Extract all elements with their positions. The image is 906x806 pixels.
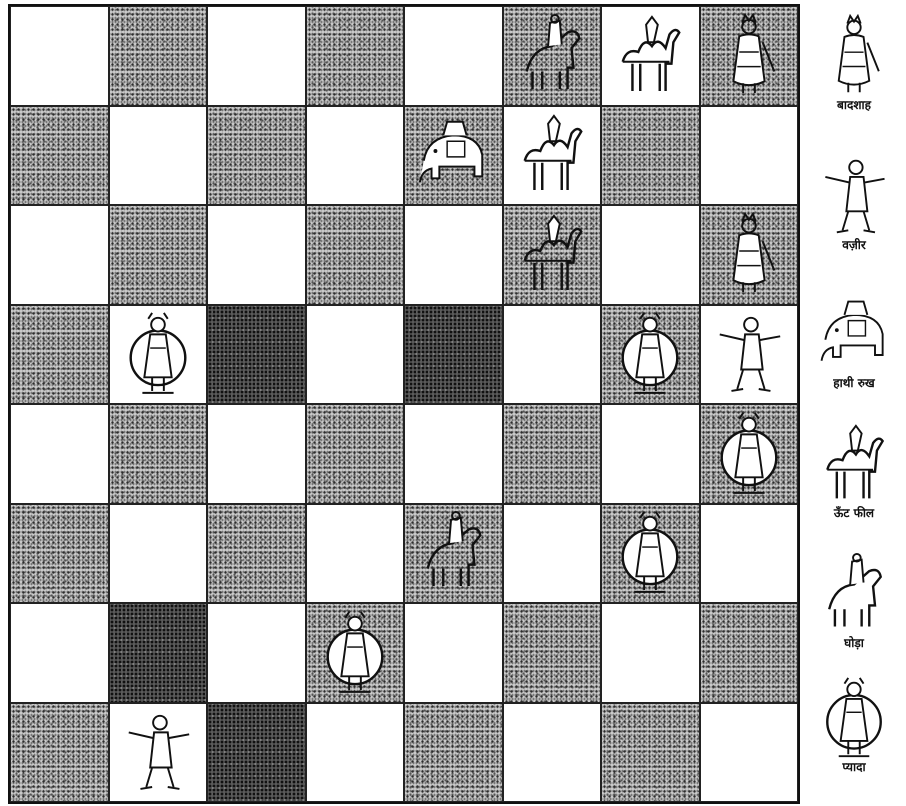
piece-legend: बादशाह वज़ीर हाथी रुख ऊँट फील घोड़ा प्या…: [802, 4, 906, 800]
board-square[interactable]: [207, 504, 306, 604]
minister-piece[interactable]: [119, 709, 197, 795]
board-square[interactable]: [404, 106, 503, 206]
board-square[interactable]: [404, 504, 503, 604]
pawn-piece[interactable]: [316, 610, 394, 696]
board-square[interactable]: [109, 305, 208, 405]
pawn-piece[interactable]: [710, 411, 788, 497]
pawn-piece[interactable]: [611, 311, 689, 397]
board-square[interactable]: [10, 205, 109, 305]
elephant-piece[interactable]: [414, 112, 492, 198]
board-square[interactable]: [700, 603, 799, 703]
board-square[interactable]: [404, 6, 503, 106]
legend-item-minister: वज़ीर: [802, 154, 906, 253]
elephant-icon: [802, 292, 906, 376]
board-square[interactable]: [700, 305, 799, 405]
minister-piece[interactable]: [710, 311, 788, 397]
board-square[interactable]: [503, 703, 602, 803]
camel-piece[interactable]: [513, 112, 591, 198]
camel-piece[interactable]: [611, 13, 689, 99]
board-square[interactable]: [109, 6, 208, 106]
legend-item-pawn: प्यादा: [802, 676, 906, 775]
board-square[interactable]: [306, 205, 405, 305]
board-square[interactable]: [601, 504, 700, 604]
board-square[interactable]: [306, 504, 405, 604]
board-square[interactable]: [601, 404, 700, 504]
board-square[interactable]: [109, 703, 208, 803]
board-square[interactable]: [700, 205, 799, 305]
king-piece[interactable]: [710, 13, 788, 99]
board-square[interactable]: [10, 6, 109, 106]
horse-piece[interactable]: [513, 13, 591, 99]
board-square[interactable]: [503, 205, 602, 305]
board-square[interactable]: [109, 603, 208, 703]
board-square[interactable]: [503, 106, 602, 206]
board-square[interactable]: [700, 106, 799, 206]
legend-label-minister: वज़ीर: [802, 236, 906, 253]
board-square[interactable]: [601, 205, 700, 305]
legend-item-camel: ऊँट फील: [802, 422, 906, 521]
board-square[interactable]: [109, 504, 208, 604]
board-square[interactable]: [601, 106, 700, 206]
board-square[interactable]: [306, 6, 405, 106]
board-square[interactable]: [10, 404, 109, 504]
board-square[interactable]: [207, 603, 306, 703]
board-square[interactable]: [207, 205, 306, 305]
camel-icon: [802, 422, 906, 506]
board-square[interactable]: [306, 603, 405, 703]
horse-icon: [802, 552, 906, 636]
chess-board: [8, 4, 800, 804]
board-square[interactable]: [10, 603, 109, 703]
board-square[interactable]: [207, 305, 306, 405]
board-square[interactable]: [700, 703, 799, 803]
minister-icon: [802, 154, 906, 238]
board-square[interactable]: [306, 703, 405, 803]
board-square[interactable]: [109, 404, 208, 504]
legend-label-pawn: प्यादा: [802, 758, 906, 775]
camel-piece[interactable]: [513, 212, 591, 298]
king-icon: [802, 14, 906, 98]
board-square[interactable]: [404, 305, 503, 405]
pawn-icon: [802, 676, 906, 760]
board-square[interactable]: [306, 305, 405, 405]
board-square[interactable]: [503, 603, 602, 703]
board-square[interactable]: [306, 404, 405, 504]
horse-piece[interactable]: [414, 510, 492, 596]
board-square[interactable]: [503, 6, 602, 106]
legend-label-elephant: हाथी रुख: [802, 374, 906, 391]
board-square[interactable]: [700, 6, 799, 106]
board-square[interactable]: [601, 6, 700, 106]
legend-label-camel: ऊँट फील: [802, 504, 906, 521]
board-square[interactable]: [207, 6, 306, 106]
board-square[interactable]: [601, 305, 700, 405]
legend-item-horse: घोड़ा: [802, 552, 906, 651]
board-square[interactable]: [404, 404, 503, 504]
legend-label-horse: घोड़ा: [802, 634, 906, 651]
board-square[interactable]: [404, 603, 503, 703]
board-square[interactable]: [404, 205, 503, 305]
board-square[interactable]: [700, 404, 799, 504]
pawn-piece[interactable]: [611, 510, 689, 596]
board-square[interactable]: [700, 504, 799, 604]
board-square[interactable]: [109, 106, 208, 206]
pawn-piece[interactable]: [119, 311, 197, 397]
board-square[interactable]: [306, 106, 405, 206]
board-square[interactable]: [10, 305, 109, 405]
legend-label-king: बादशाह: [802, 96, 906, 113]
king-piece[interactable]: [710, 212, 788, 298]
board-square[interactable]: [207, 404, 306, 504]
board-square[interactable]: [601, 703, 700, 803]
board-square[interactable]: [601, 603, 700, 703]
board-square[interactable]: [10, 106, 109, 206]
board-square[interactable]: [207, 703, 306, 803]
board-square[interactable]: [503, 305, 602, 405]
board-square[interactable]: [404, 703, 503, 803]
board-square[interactable]: [109, 205, 208, 305]
board-square[interactable]: [10, 703, 109, 803]
legend-item-king: बादशाह: [802, 14, 906, 113]
board-square[interactable]: [207, 106, 306, 206]
board-square[interactable]: [503, 504, 602, 604]
legend-item-elephant: हाथी रुख: [802, 292, 906, 391]
board-square[interactable]: [10, 504, 109, 604]
board-square[interactable]: [503, 404, 602, 504]
